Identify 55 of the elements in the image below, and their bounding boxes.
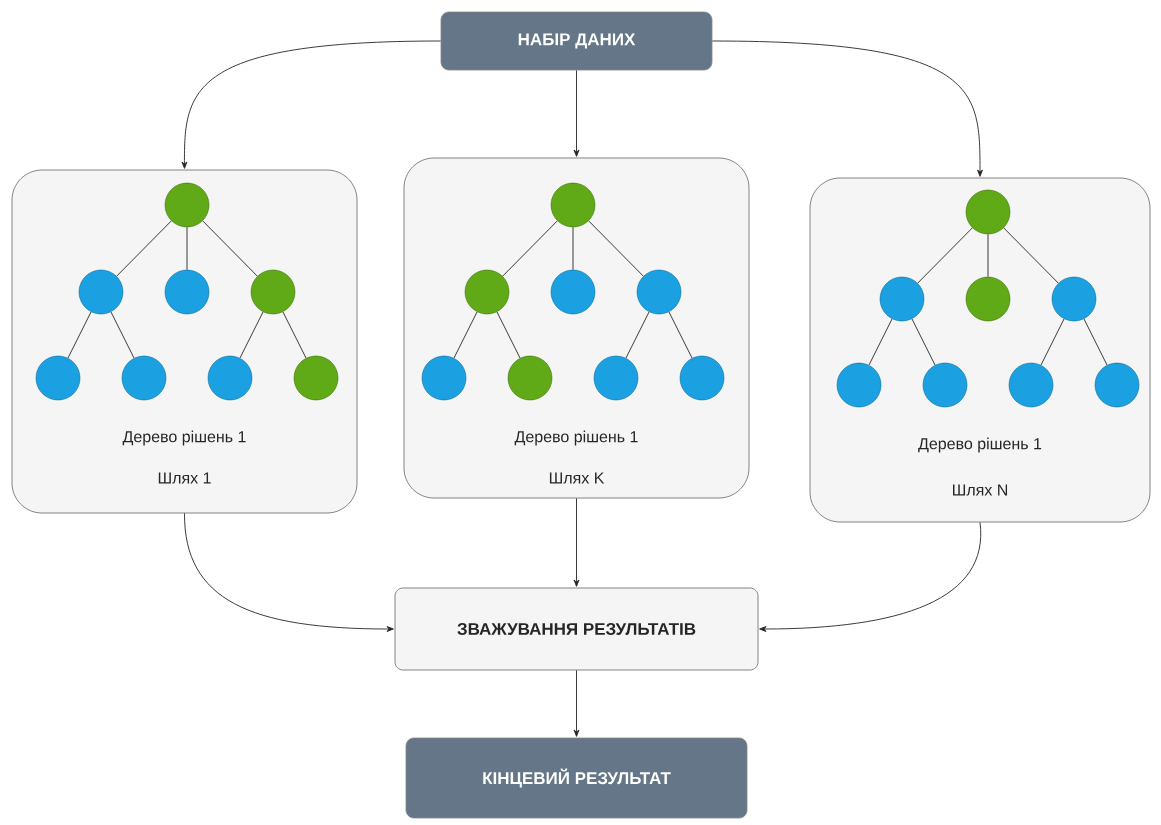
tree-branch-line [239,311,264,359]
tree-node-circle [550,269,596,315]
tree-node-circle [922,362,968,408]
tree-node-circle [965,276,1011,322]
tree-branch-line [67,311,92,359]
tree-branch-line [668,311,693,359]
tree-branch-line [1003,227,1059,284]
tree-node-circle [78,269,124,315]
tree-branch-line [502,220,558,277]
tree-branch-line [453,311,478,359]
arrow [184,512,394,632]
tree-node-circle [464,269,510,315]
arrow [573,669,580,737]
tree-branch-line [987,233,989,278]
tree-node-circle [1094,362,1140,408]
tree-branch-line [868,318,893,366]
tree-node-circle [207,355,253,401]
tree-node-circle [593,355,639,401]
arrow [573,497,580,587]
tree-node-circle [679,355,725,401]
process-box: ЗВАЖУВАННЯ РЕЗУЛЬТАТІВ [394,587,759,671]
tree-node-circle [879,276,925,322]
tree-node-circle [965,189,1011,235]
tree-node-circle [836,362,882,408]
tree-node-circle [507,355,553,401]
tree-node-circle [1008,362,1054,408]
tree-branch-line [911,318,936,366]
arrow [759,521,981,632]
process-box: КІНЦЕВИЙ РЕЗУЛЬТАТ [405,737,748,819]
tree-node-circle [164,269,210,315]
tree-branch-line [625,311,650,359]
process-box: НАБІР ДАНИХ [440,11,713,71]
tree-branch-line [186,226,188,271]
tree-node-circle [1051,276,1097,322]
arrow [573,69,580,157]
tree-node-circle [293,355,339,401]
tree-branch-line [202,220,258,277]
tree-node-circle [35,355,81,401]
arrow [181,40,442,169]
tree-branch-line [282,311,307,359]
tree-branch-line [496,311,521,359]
tree-node-circle [421,355,467,401]
tree-branch-line [116,220,172,277]
tree-node-circle [164,182,210,228]
tree-branch-line [1083,318,1108,366]
tree-branch-line [110,311,135,359]
arrow [711,40,983,177]
tree-node-circle [250,269,296,315]
tree-node-circle [550,182,596,228]
tree-branch-line [588,220,644,277]
tree-branch-line [917,227,973,284]
tree-node-circle [636,269,682,315]
tree-branch-line [1040,318,1065,366]
tree-branch-line [572,226,574,271]
tree-node-circle [121,355,167,401]
